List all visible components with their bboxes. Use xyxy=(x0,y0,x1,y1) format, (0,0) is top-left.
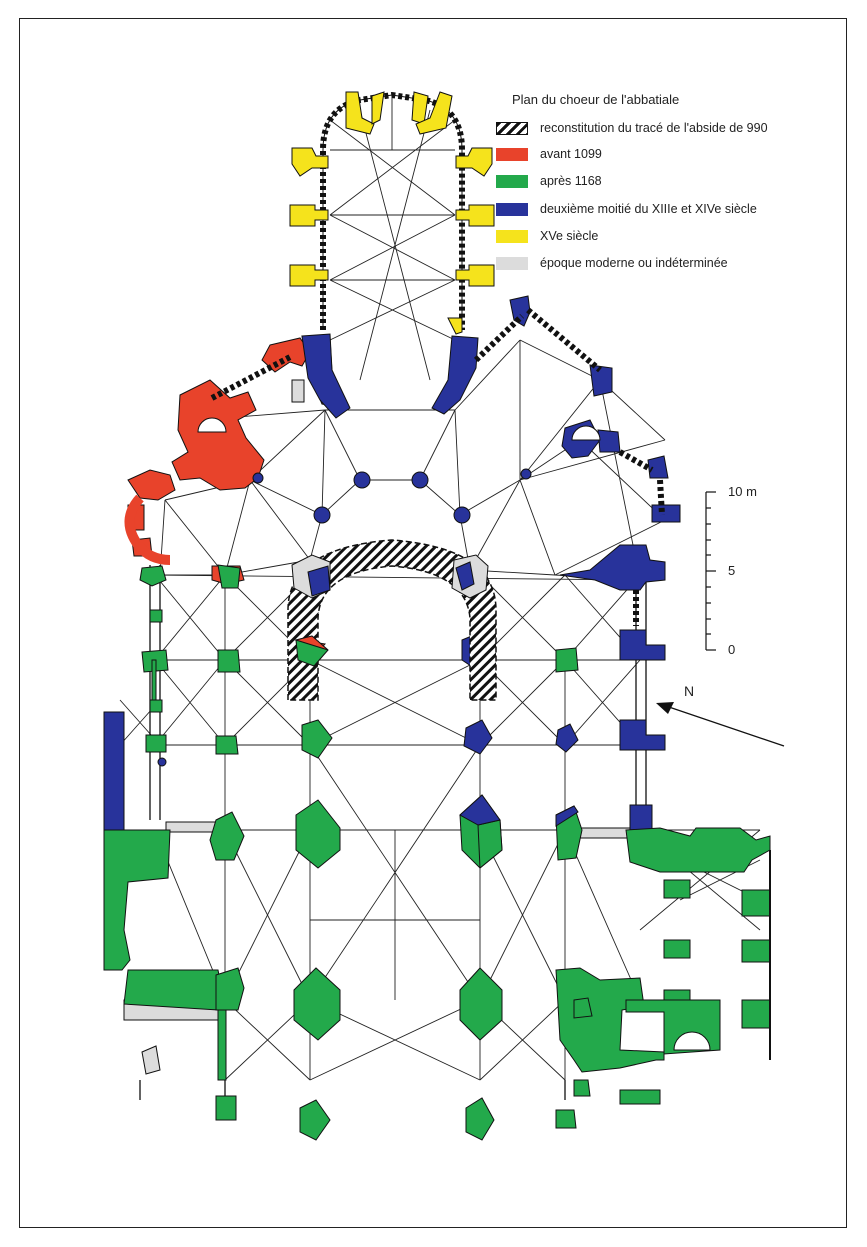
color-swatch xyxy=(496,147,528,161)
north-arrow-icon xyxy=(656,702,785,747)
blue-chapel-wall-3 xyxy=(618,449,654,473)
legend-label: XVe siècle xyxy=(540,229,599,243)
blue-chapel-wall-1 xyxy=(473,313,525,363)
color-swatch xyxy=(496,256,528,270)
red-curved-wall xyxy=(124,494,171,565)
blue-chapel-wall-2 xyxy=(526,307,602,373)
stair-south xyxy=(673,1031,711,1051)
legend-label: après 1168 xyxy=(540,174,602,188)
legend-item-modern: époque moderne ou indéterminée xyxy=(496,254,728,272)
legend-item-after-1168: après 1168 xyxy=(496,172,602,190)
legend-item-before-1099: avant 1099 xyxy=(496,145,602,163)
legend-label: deuxième moitié du XIIIe et XIVe siècle xyxy=(540,202,757,216)
color-swatch xyxy=(496,229,528,243)
scale-label-mid: 5 xyxy=(728,563,736,578)
red-link-wall xyxy=(210,353,294,401)
legend-title: Plan du choeur de l'abbatiale xyxy=(512,92,680,107)
scale-label-top: 10 m xyxy=(728,484,757,499)
scale-bar xyxy=(705,491,716,651)
legend-label: avant 1099 xyxy=(540,147,602,161)
legend-label: reconstitution du tracé de l'abside de 9… xyxy=(540,121,768,135)
green-walls xyxy=(103,564,771,1141)
split-piers xyxy=(294,561,579,870)
stair-north xyxy=(197,417,227,433)
figure-frame xyxy=(19,18,847,1228)
grey-small-block xyxy=(291,379,305,403)
legend-item-15th: XVe siècle xyxy=(496,227,598,245)
vault-rib-lines xyxy=(119,95,761,1081)
legend-label: époque moderne ou indéterminée xyxy=(540,256,728,270)
scale-label-bottom: 0 xyxy=(728,642,736,657)
north-label: N xyxy=(684,683,695,699)
stair-north-east xyxy=(571,425,601,441)
legend-item-990: reconstitution du tracé de l'abside de 9… xyxy=(496,119,768,137)
legend-item-13th-14th: deuxième moitié du XIIIe et XIVe siècle xyxy=(496,200,757,218)
xve-buttresses xyxy=(289,91,495,335)
color-swatch xyxy=(496,174,528,188)
hatch-swatch xyxy=(496,121,528,135)
blue-chapel-wall-4 xyxy=(657,479,665,516)
axial-chapel xyxy=(320,91,465,330)
color-swatch xyxy=(496,202,528,216)
outer-wall-lines xyxy=(139,565,647,1100)
apse-990-reconstruction xyxy=(287,539,497,701)
